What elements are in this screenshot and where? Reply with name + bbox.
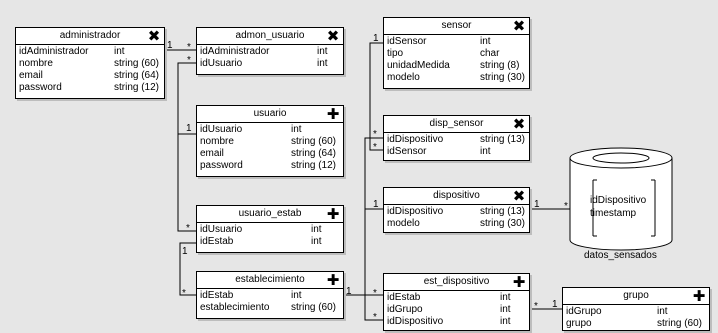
cardinality-many: * <box>373 129 377 140</box>
entity-header: disp_sensor ✖ <box>384 116 529 133</box>
plus-icon: ✚ <box>326 271 340 289</box>
entity-header: administrador ✖ <box>16 28 164 45</box>
entity-header: establecimiento ✚ <box>197 272 343 289</box>
entity-header: est_dispositivo ✚ <box>384 274 529 291</box>
cross-icon: ✖ <box>512 17 526 35</box>
entity-title: usuario_estab <box>238 208 302 219</box>
cardinality-one: 1 <box>346 286 352 297</box>
cardinality-one: 1 <box>534 199 540 210</box>
rel-disp-estdisp <box>364 208 383 321</box>
plus-icon: ✚ <box>692 287 706 305</box>
rel-estab-usuestab <box>179 242 196 296</box>
cardinality-many: * <box>187 55 191 66</box>
rel-usuario-usuestab <box>177 133 196 232</box>
entity-header: sensor ✖ <box>384 18 529 35</box>
cross-icon: ✖ <box>147 27 161 45</box>
entity-title: establecimiento <box>235 274 305 285</box>
cardinality-many: * <box>373 288 377 299</box>
cardinality-many: * <box>186 223 190 234</box>
entity-header: usuario ✚ <box>197 106 343 123</box>
cardinality-one: 1 <box>373 33 379 44</box>
plus-icon: ✚ <box>326 105 340 123</box>
entity-title: disp_sensor <box>429 118 484 129</box>
cardinality-many: * <box>564 201 568 212</box>
cardinality-one: 1 <box>167 40 173 51</box>
datastore-cylinder <box>569 147 673 251</box>
entity-title: administrador <box>59 30 121 41</box>
cardinality-one: 1 <box>552 299 558 310</box>
cross-icon: ✖ <box>512 187 526 205</box>
cardinality-one: 1 <box>182 246 188 257</box>
cardinality-one: 1 <box>186 123 192 134</box>
entity-title: dispositivo <box>433 190 480 201</box>
cardinality-many: * <box>182 288 186 299</box>
datastore-field: timestamp <box>590 208 637 219</box>
entity-header: usuario_estab ✚ <box>197 206 343 223</box>
entity-title: usuario <box>253 108 287 119</box>
entity-title: est_dispositivo <box>423 276 490 287</box>
entity-title: admon_usuario <box>235 30 305 41</box>
entity-header: dispositivo ✖ <box>384 188 529 205</box>
entity-title: sensor <box>441 20 472 31</box>
entity-header: admon_usuario ✖ <box>197 28 343 45</box>
datastore-field: idDispositivo <box>590 195 647 206</box>
datastore-label[interactable]: datos_sensados <box>584 250 657 261</box>
cross-icon: ✖ <box>326 27 340 45</box>
cross-icon: ✖ <box>512 115 526 133</box>
entity-title: grupo <box>623 290 649 301</box>
plus-icon: ✚ <box>326 205 340 223</box>
cardinality-one: 1 <box>373 199 379 210</box>
cardinality-many: * <box>187 42 191 53</box>
rel-sensor-dispsensor <box>369 42 383 151</box>
cardinality-many: * <box>534 301 538 312</box>
plus-icon: ✚ <box>512 273 526 291</box>
entity-header: grupo ✚ <box>563 288 709 305</box>
cardinality-many: * <box>373 312 377 323</box>
cardinality-many: * <box>373 142 377 153</box>
